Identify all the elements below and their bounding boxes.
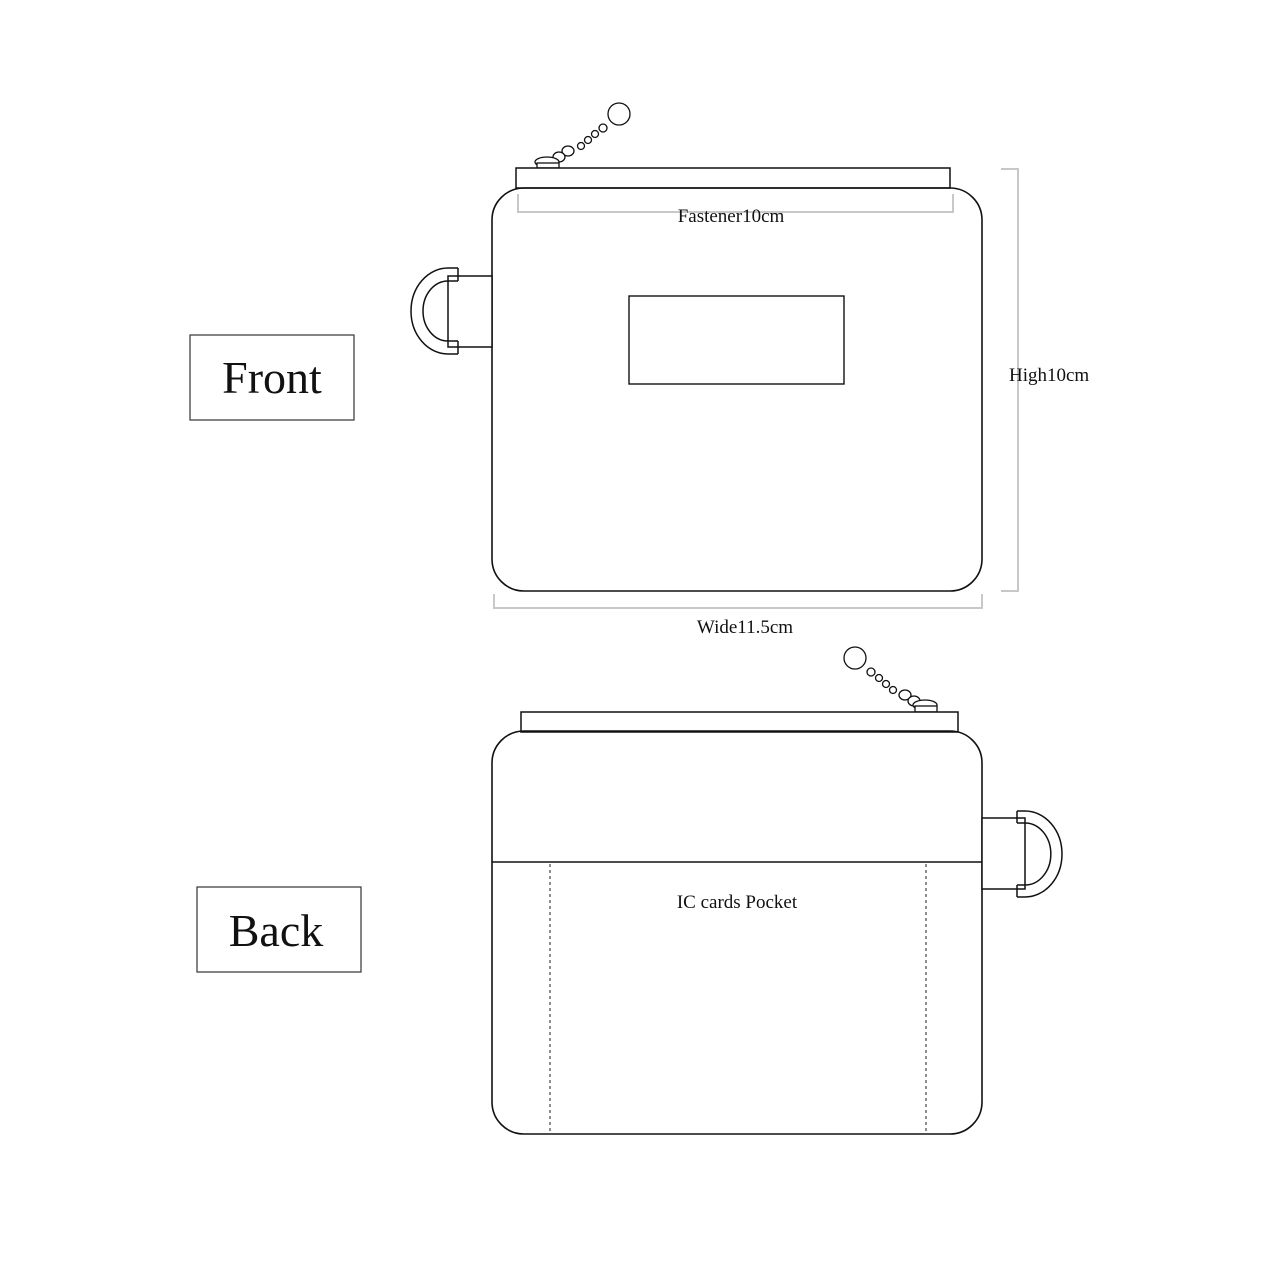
back-zipper-tape: [520, 711, 959, 733]
height-label: High10cm: [1009, 365, 1089, 386]
back-d-ring: [981, 810, 1063, 898]
fastener-dimension-line: [517, 194, 954, 213]
front-zipper-pull: [534, 102, 631, 169]
pocket-label: IC cards Pocket: [677, 892, 798, 913]
height-dimension-line: [1001, 168, 1019, 592]
back-label-box: [196, 886, 362, 973]
back-label: Back: [229, 905, 324, 956]
front-label: Front: [222, 352, 322, 403]
width-dimension-line: [493, 594, 983, 609]
front-d-ring: [410, 267, 493, 355]
fastener-label: Fastener10cm: [678, 206, 785, 227]
back-pouch-body: [491, 730, 983, 1135]
front-name-window: [628, 295, 845, 385]
back-zipper-pull: [843, 646, 938, 713]
front-label-box: [189, 334, 355, 421]
width-label: Wide11.5cm: [697, 617, 793, 638]
front-zipper-tape: [515, 167, 951, 189]
back-view: Back IC cards Pocket: [196, 646, 1063, 1135]
front-view: Front Fastener10cm: [189, 102, 1089, 638]
front-pouch-body: [491, 187, 983, 592]
